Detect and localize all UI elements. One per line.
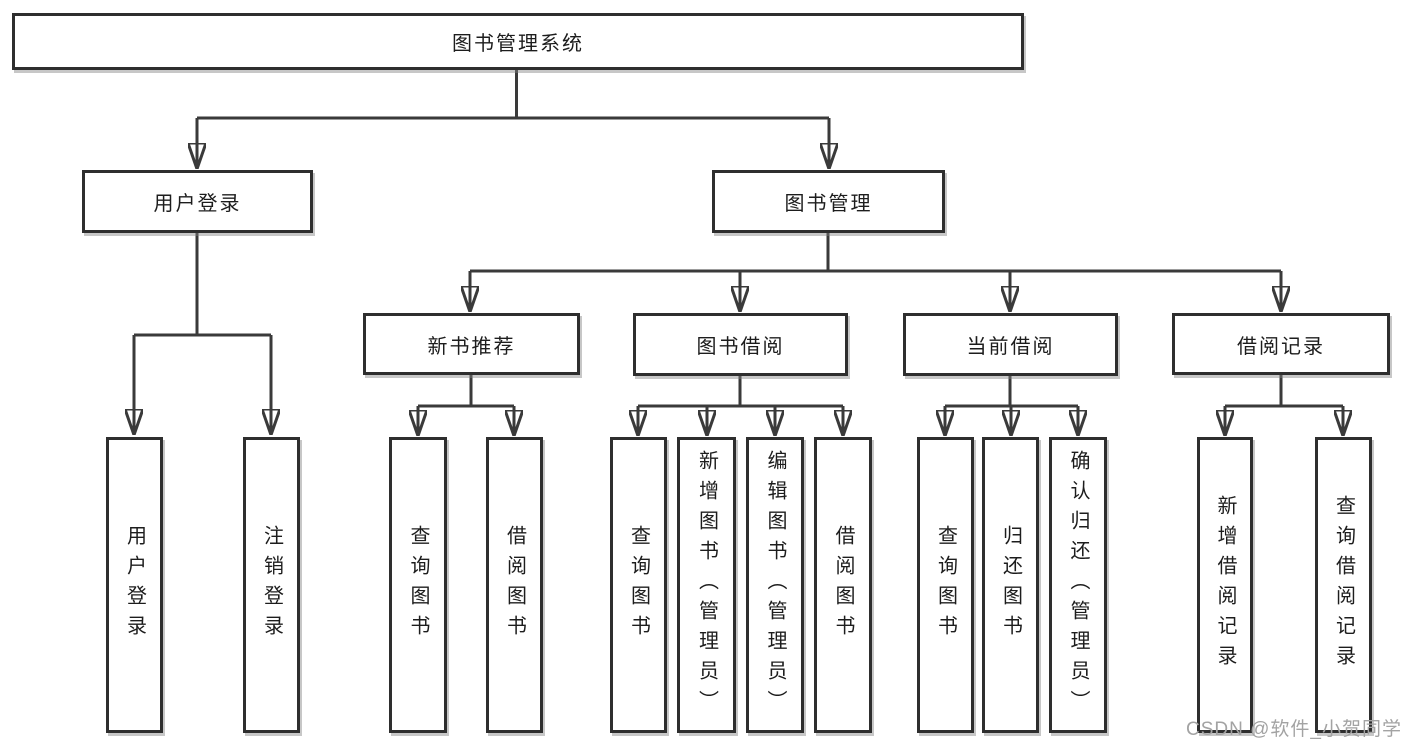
- leaf-borrow-book-recommend: 借阅图书: [486, 437, 543, 733]
- leaf-add-borrow-record: 新增借阅记录: [1197, 437, 1253, 733]
- leaf-user-login-label: 用户登录: [123, 525, 146, 645]
- node-current-borrow: 当前借阅: [903, 313, 1118, 376]
- leaf-query-book-recommend-label: 查询图书: [407, 525, 429, 645]
- leaf-borrow-book-label: 借阅图书: [832, 525, 854, 645]
- leaf-query-borrow-record-label: 查询借阅记录: [1332, 495, 1355, 675]
- leaf-logout-login-label: 注销登录: [260, 525, 283, 645]
- leaf-logout-login: 注销登录: [243, 437, 300, 733]
- node-book-management-label: 图书管理: [784, 193, 873, 215]
- leaf-query-book-borrow-label: 查询图书: [627, 525, 650, 645]
- node-user-login: 用户登录: [82, 170, 313, 233]
- leaf-return-book: 归还图书: [982, 437, 1039, 733]
- edge-book-borrow-elbow: [638, 376, 843, 408]
- node-current-borrow-label: 当前借阅: [966, 336, 1055, 358]
- leaf-query-book-current: 查询图书: [917, 437, 974, 733]
- leaf-return-book-label: 归还图书: [999, 525, 1022, 645]
- leaf-confirm-return-admin-label: 确认归还（管理员）: [1067, 450, 1089, 720]
- node-borrow-records: 借阅记录: [1172, 313, 1390, 375]
- edge-user-login-elbow: [134, 233, 271, 337]
- leaf-add-book-admin-label: 新增图书（管理员）: [695, 450, 718, 720]
- leaf-query-book-current-label: 查询图书: [934, 525, 957, 645]
- leaf-user-login: 用户登录: [106, 437, 163, 733]
- node-root-label: 图书管理系统: [452, 33, 584, 55]
- edge-root-elbow: [197, 70, 829, 120]
- leaf-borrow-book: 借阅图书: [814, 437, 872, 733]
- edge-borrow-records-elbow: [1225, 375, 1343, 408]
- edge-new-book-elbow: [418, 375, 514, 408]
- edge-book-management-elbow: [470, 233, 1281, 273]
- leaf-query-borrow-record: 查询借阅记录: [1315, 437, 1372, 733]
- node-user-login-label: 用户登录: [153, 193, 242, 215]
- leaf-query-book-recommend: 查询图书: [389, 437, 447, 733]
- leaf-query-book-borrow: 查询图书: [610, 437, 667, 733]
- leaf-confirm-return-admin: 确认归还（管理员）: [1049, 437, 1107, 733]
- leaf-add-borrow-record-label: 新增借阅记录: [1214, 495, 1236, 675]
- watermark: CSDN @软件_小贺同学: [1186, 719, 1402, 740]
- node-root: 图书管理系统: [12, 13, 1024, 70]
- node-book-borrow: 图书借阅: [633, 313, 848, 376]
- node-new-book-recommend-label: 新书推荐: [427, 335, 516, 358]
- leaf-add-book-admin: 新增图书（管理员）: [677, 437, 736, 733]
- node-new-book-recommend: 新书推荐: [363, 313, 580, 375]
- leaf-edit-book-admin: 编辑图书（管理员）: [746, 437, 804, 733]
- node-book-management: 图书管理: [712, 170, 945, 233]
- node-book-borrow-label: 图书借阅: [696, 336, 785, 358]
- leaf-borrow-book-recommend-label: 借阅图书: [503, 525, 526, 645]
- leaf-edit-book-admin-label: 编辑图书（管理员）: [764, 450, 786, 720]
- edge-current-borrow-elbow: [945, 376, 1078, 408]
- node-borrow-records-label: 借阅记录: [1237, 335, 1325, 358]
